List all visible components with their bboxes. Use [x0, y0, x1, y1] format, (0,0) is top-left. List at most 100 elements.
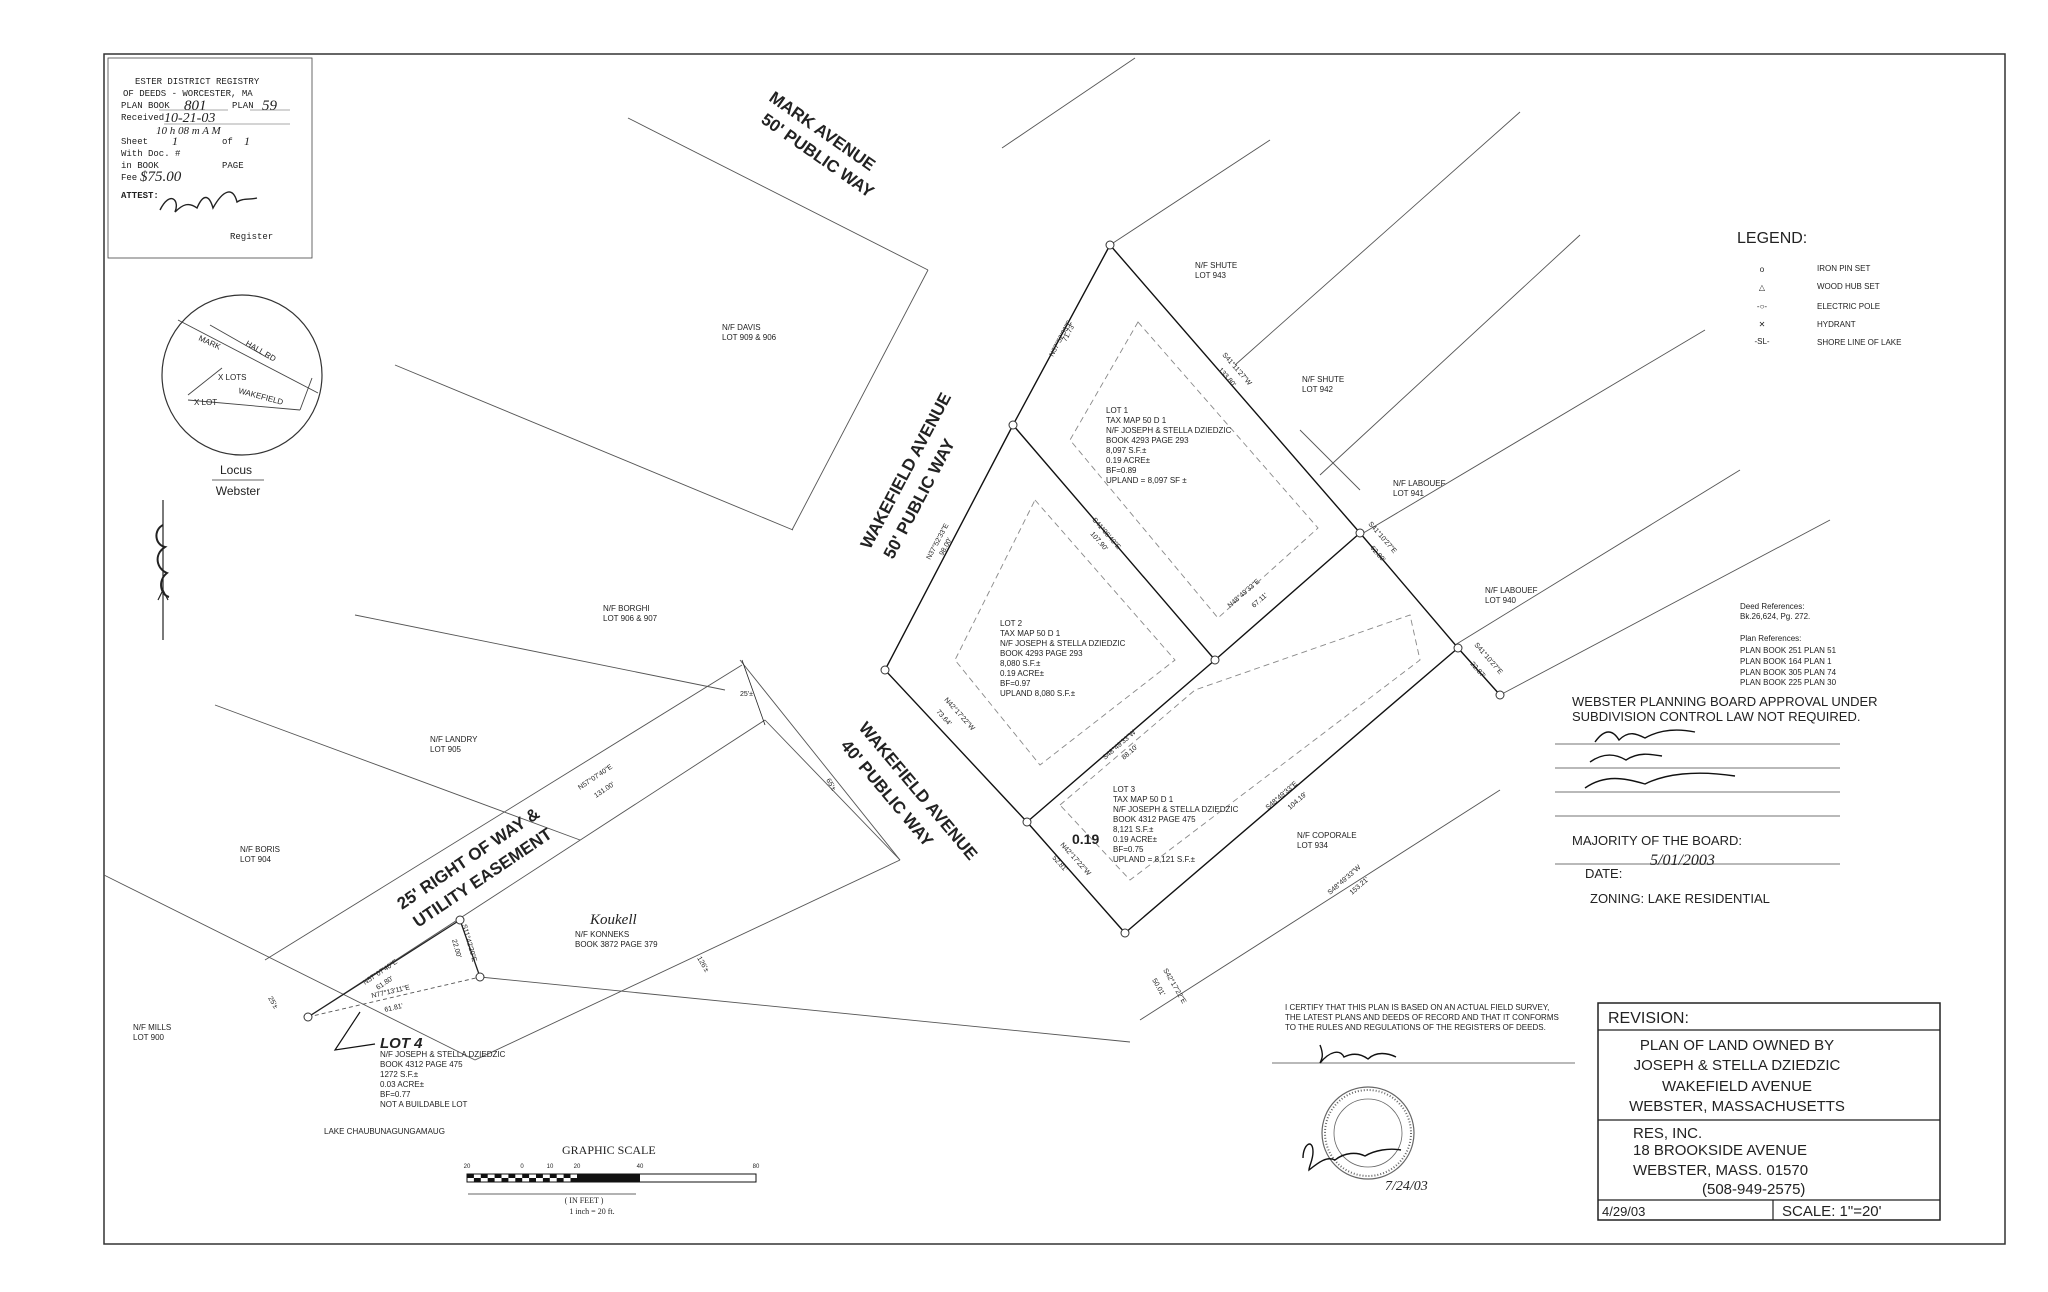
- sheet-value: 1: [172, 134, 178, 148]
- sheet-border: [103, 53, 2006, 1245]
- majority-label: MAJORITY OF THE BOARD:: [1572, 833, 1742, 848]
- scale-block: [508, 1174, 516, 1178]
- plan-date: 4/29/03: [1602, 1204, 1645, 1219]
- abutter-name: N/F SHUTE: [1195, 261, 1237, 270]
- abutter-lot: LOT 943: [1195, 271, 1227, 280]
- abutter-name: N/F SHUTE: [1302, 375, 1344, 384]
- graphic-scale: GRAPHIC SCALE 20 0 10 20 40 80 ( IN FEET…: [464, 1143, 760, 1216]
- dimension-line: [741, 659, 766, 726]
- distance-label: 73.64': [935, 709, 953, 728]
- distance-label: 131.00': [593, 781, 616, 800]
- scale-outline: [466, 1173, 757, 1183]
- with-doc-label: With Doc. #: [121, 149, 181, 159]
- abutter-lot: LOT 909 & 906: [722, 333, 777, 342]
- abutter-name: N/F BORIS: [240, 845, 280, 854]
- svg-text:THE LATEST PLANS AND DEEDS OF: THE LATEST PLANS AND DEEDS OF RECORD AND…: [1285, 1013, 1559, 1022]
- distance-label: 67.11': [1251, 592, 1269, 609]
- lot-3-description: LOT 3 TAX MAP 50 D 1 N/F JOSEPH & STELLA…: [1113, 785, 1239, 864]
- scale-block: [529, 1178, 536, 1182]
- received-label: Received: [121, 113, 164, 123]
- abutter-lot: LOT 940: [1485, 596, 1517, 605]
- svg-text:1272 S.F.±: 1272 S.F.±: [380, 1070, 419, 1079]
- distance-label: 52.81': [1051, 855, 1069, 874]
- scale-block: [577, 1174, 640, 1182]
- distance-label: 62.80': [1368, 545, 1386, 564]
- scale-ratio: 1 inch = 20 ft.: [569, 1207, 614, 1216]
- firm-line: RES, INC.: [1633, 1125, 1702, 1142]
- abutter-name: N/F LABOUEF: [1393, 479, 1446, 488]
- legend-symbol: o: [1760, 265, 1765, 274]
- distance-label: 25'±: [266, 996, 279, 1011]
- zoning-label: ZONING: LAKE RESIDENTIAL: [1590, 891, 1770, 906]
- distance-label: 65'±: [824, 778, 837, 793]
- distance-label: 104.19': [1287, 791, 1309, 811]
- scale-block: [556, 1178, 564, 1182]
- svg-text:N/F JOSEPH & STELLA DZIEDZIC: N/F JOSEPH & STELLA DZIEDZIC: [380, 1050, 506, 1059]
- plan-title-line: PLAN OF LAND OWNED BY: [1640, 1037, 1834, 1054]
- plan-scale: SCALE: 1"=20': [1782, 1203, 1882, 1220]
- abutter-name: N/F LABOUEF: [1485, 586, 1538, 595]
- references: Deed References: Bk.26,624, Pg. 272. Pla…: [1740, 602, 1837, 687]
- locus-label-wakefield: WAKEFIELD: [237, 386, 284, 407]
- svg-text:BOOK 4293 PAGE 293: BOOK 4293 PAGE 293: [1000, 649, 1083, 658]
- svg-text:8,080 S.F.±: 8,080 S.F.±: [1000, 659, 1041, 668]
- setback-lines: [954, 321, 1421, 881]
- surveyor-certification: I CERTIFY THAT THIS PLAN IS BASED ON AN …: [1285, 1003, 1559, 1032]
- fee-value: $75.00: [140, 169, 182, 185]
- page-label: PAGE: [222, 161, 244, 171]
- received-value: 10-21-03: [164, 111, 215, 126]
- distance-label: 50.01': [1150, 978, 1165, 998]
- scale-block: [536, 1174, 543, 1178]
- locus-label-x-lot: X LOT: [194, 398, 217, 407]
- registry-stamp: ESTER DISTRICT REGISTRY OF DEEDS - WORCE…: [107, 57, 313, 259]
- abutter-lot: LOT 904: [240, 855, 272, 864]
- abutter-name: N/F BORGHI: [603, 604, 650, 613]
- legend-label: SHORE LINE OF LAKE: [1817, 338, 1901, 347]
- lot-2-description: LOT 2 TAX MAP 50 D 1 N/F JOSEPH & STELLA…: [1000, 619, 1126, 698]
- of-value: 1: [244, 134, 250, 148]
- svg-text:BF=0.77: BF=0.77: [380, 1090, 411, 1099]
- legend-title: LEGEND:: [1737, 230, 1807, 247]
- planning-board-line-2: SUBDIVISION CONTROL LAW NOT REQUIRED.: [1572, 709, 1860, 724]
- svg-text:8,121 S.F.±: 8,121 S.F.±: [1113, 825, 1154, 834]
- signature-date: 7/24/03: [1385, 1179, 1428, 1194]
- iron-pins: [303, 240, 1505, 1022]
- scale-block: [542, 1178, 550, 1182]
- scale-block: [501, 1178, 509, 1182]
- firm-line: (508-949-2575): [1702, 1181, 1805, 1198]
- svg-text:PLAN BOOK 251 PLAN 51: PLAN BOOK 251 PLAN 51: [1740, 646, 1837, 655]
- scale-block: [487, 1178, 495, 1182]
- svg-text:UPLAND = 8,121 S.F.±: UPLAND = 8,121 S.F.±: [1113, 855, 1196, 864]
- plan-linework: [103, 57, 1831, 1061]
- register-signature: [159, 191, 258, 213]
- subject-lots: [884, 244, 1501, 934]
- svg-text:UPLAND = 8,097 SF ±: UPLAND = 8,097 SF ±: [1106, 476, 1187, 485]
- lot-1-description: LOT 1 TAX MAP 50 D 1 N/F JOSEPH & STELLA…: [1106, 406, 1232, 485]
- bearing-label: N42°17'22"W: [943, 696, 977, 733]
- abutter-name: N/F DAVIS: [722, 323, 761, 332]
- abutter-lot: LOT 906 & 907: [603, 614, 658, 623]
- abutter-lot: LOT 942: [1302, 385, 1334, 394]
- lot-4-leader: [333, 1011, 376, 1051]
- board-signature: [1584, 729, 1736, 789]
- scale-block: [467, 1174, 474, 1178]
- distance-label: 61.81': [384, 1003, 404, 1014]
- scale-tick: 40: [637, 1164, 644, 1170]
- scale-tick: 20: [574, 1164, 581, 1170]
- scale-tick: 0: [520, 1164, 524, 1170]
- planning-board-line-1: WEBSTER PLANNING BOARD APPROVAL UNDER: [1572, 694, 1878, 709]
- revision-label: REVISION:: [1608, 1010, 1689, 1027]
- plan-title-line: WEBSTER, MASSACHUSETTS: [1629, 1098, 1845, 1115]
- of-label: of: [222, 137, 233, 147]
- sheet-label: Sheet: [121, 137, 148, 147]
- scale-block: [494, 1174, 502, 1178]
- bearing-label: S41°11'27"W: [1220, 351, 1253, 387]
- distance-label: 22.87': [1468, 661, 1486, 680]
- svg-text:0.19 ACRE±: 0.19 ACRE±: [1000, 669, 1045, 678]
- graphic-scale-title: GRAPHIC SCALE: [562, 1143, 656, 1157]
- abutter-lot: LOT 900: [133, 1033, 165, 1042]
- in-book-label: in BOOK: [121, 161, 159, 171]
- register-label: Register: [230, 232, 273, 242]
- fee-label: Fee: [121, 173, 137, 183]
- legend-symbol: -○-: [1757, 302, 1767, 311]
